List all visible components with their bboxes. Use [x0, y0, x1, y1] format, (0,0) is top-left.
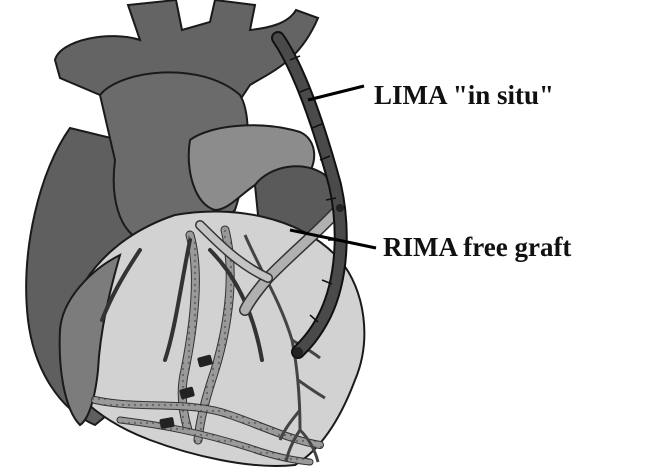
- lima-leader-line: [308, 86, 364, 100]
- rima-label: RIMA free graft: [383, 232, 571, 263]
- lima-label: LIMA "in situ": [374, 80, 554, 111]
